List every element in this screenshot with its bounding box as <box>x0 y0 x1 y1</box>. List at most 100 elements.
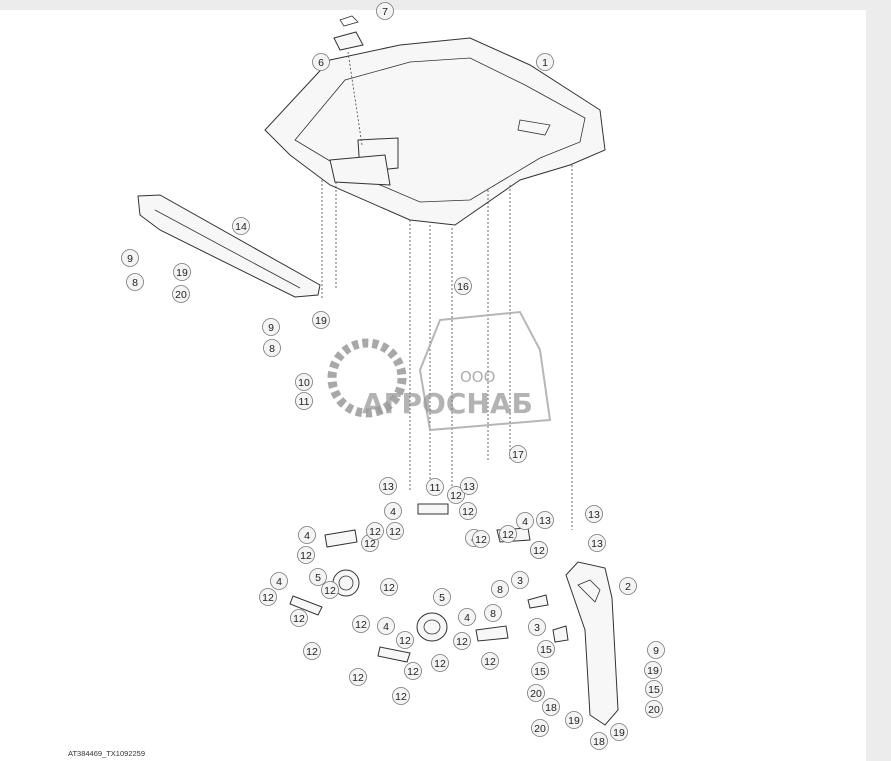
callout-number: 3 <box>534 622 540 634</box>
callout-12: 12 <box>380 578 398 596</box>
callout-12: 12 <box>303 642 321 660</box>
callout-13: 13 <box>585 505 603 523</box>
callout-number: 15 <box>648 684 660 696</box>
callout-bubble <box>530 541 548 559</box>
callout-number: 4 <box>390 506 396 518</box>
callout-bubble <box>259 588 277 606</box>
mounting-brackets <box>289 503 569 663</box>
callout-bubble <box>472 530 490 548</box>
callout-bubble <box>386 522 404 540</box>
callout-12: 12 <box>404 662 422 680</box>
trim-bar-part <box>137 194 321 298</box>
callout-number: 8 <box>490 608 496 620</box>
callout-bubble <box>270 572 288 590</box>
callout-19: 19 <box>644 661 662 679</box>
callout-15: 15 <box>537 640 555 658</box>
callout-20: 20 <box>527 684 545 702</box>
callout-number: 13 <box>588 509 600 521</box>
callout-12: 12 <box>472 530 490 548</box>
callout-number: 15 <box>540 644 552 656</box>
callout-bubble <box>590 732 608 750</box>
callout-bubble <box>392 687 410 705</box>
callout-bubble <box>349 668 367 686</box>
callout-bubble <box>321 581 339 599</box>
callout-19: 19 <box>610 723 628 741</box>
callout-number: 20 <box>534 723 546 735</box>
headliner-part <box>264 37 606 226</box>
callout-12: 12 <box>530 541 548 559</box>
callout-18: 18 <box>542 698 560 716</box>
callout-number: 12 <box>484 656 496 668</box>
callout-bubble <box>565 711 583 729</box>
callout-number: 12 <box>355 619 367 631</box>
callout-7: 7 <box>376 2 394 20</box>
agrosnab-watermark: ООО АГРОСНАБ <box>327 310 552 432</box>
callout-bubble <box>588 534 606 552</box>
callout-bubble <box>459 502 477 520</box>
callout-bubble <box>379 477 397 495</box>
callout-18: 18 <box>590 732 608 750</box>
callout-number: 12 <box>352 672 364 684</box>
callout-number: 7 <box>382 6 388 18</box>
callout-bubble <box>610 723 628 741</box>
callout-number: 18 <box>593 736 605 748</box>
callout-12: 12 <box>290 609 308 627</box>
callout-bubble <box>447 486 465 504</box>
callout-5: 5 <box>433 588 451 606</box>
callout-bubble <box>460 477 478 495</box>
callout-number: 3 <box>517 575 523 587</box>
connector-lines <box>321 165 573 530</box>
callout-number: 18 <box>545 702 557 714</box>
callout-number: 8 <box>269 343 275 355</box>
pillar-trim-part <box>565 561 619 726</box>
callout-bubble <box>172 285 190 303</box>
callout-12: 12 <box>386 522 404 540</box>
callout-number: 8 <box>132 277 138 289</box>
callout-13: 13 <box>460 477 478 495</box>
callout-bubble <box>484 604 502 622</box>
callout-bubble <box>384 502 402 520</box>
callout-number: 12 <box>502 529 514 541</box>
callout-11: 11 <box>295 392 313 410</box>
callout-number: 13 <box>539 515 551 527</box>
callout-number: 4 <box>522 516 528 528</box>
callout-12: 12 <box>352 615 370 633</box>
callout-bubble <box>309 568 327 586</box>
callout-number: 5 <box>439 592 445 604</box>
callout-12: 12 <box>297 546 315 564</box>
callout-bubble <box>453 632 471 650</box>
callout-number: 13 <box>382 481 394 493</box>
callout-bubble <box>528 618 546 636</box>
callout-number: 5 <box>315 572 321 584</box>
callout-6: 6 <box>312 53 330 71</box>
callout-bubble <box>263 339 281 357</box>
callout-bubble <box>121 249 139 267</box>
callout-20: 20 <box>531 719 549 737</box>
callout-16: 16 <box>454 277 472 295</box>
callout-number: 12 <box>434 658 446 670</box>
callout-number: 12 <box>383 582 395 594</box>
callout-number: 12 <box>533 545 545 557</box>
callout-11: 11 <box>426 478 444 496</box>
callout-12: 12 <box>447 486 465 504</box>
dome-lamp-part <box>333 15 364 146</box>
callout-bubble <box>644 661 662 679</box>
callout-bubble <box>537 640 555 658</box>
callout-bubble <box>297 546 315 564</box>
drawing-code: AT384469_TX1092259 <box>68 749 146 758</box>
callout-12: 12 <box>366 522 384 540</box>
callout-4: 4 <box>384 502 402 520</box>
callout-bubble <box>380 578 398 596</box>
callout-bubble <box>290 609 308 627</box>
callout-number: 19 <box>647 665 659 677</box>
callout-number: 12 <box>450 490 462 502</box>
callout-1: 1 <box>536 53 554 71</box>
callout-number: 4 <box>464 612 470 624</box>
callout-bubble <box>426 478 444 496</box>
callout-9: 9 <box>647 641 665 659</box>
callout-number: 2 <box>625 581 631 593</box>
callout-bubble <box>645 680 663 698</box>
callout-bubble <box>376 2 394 20</box>
callout-4: 4 <box>458 608 476 626</box>
